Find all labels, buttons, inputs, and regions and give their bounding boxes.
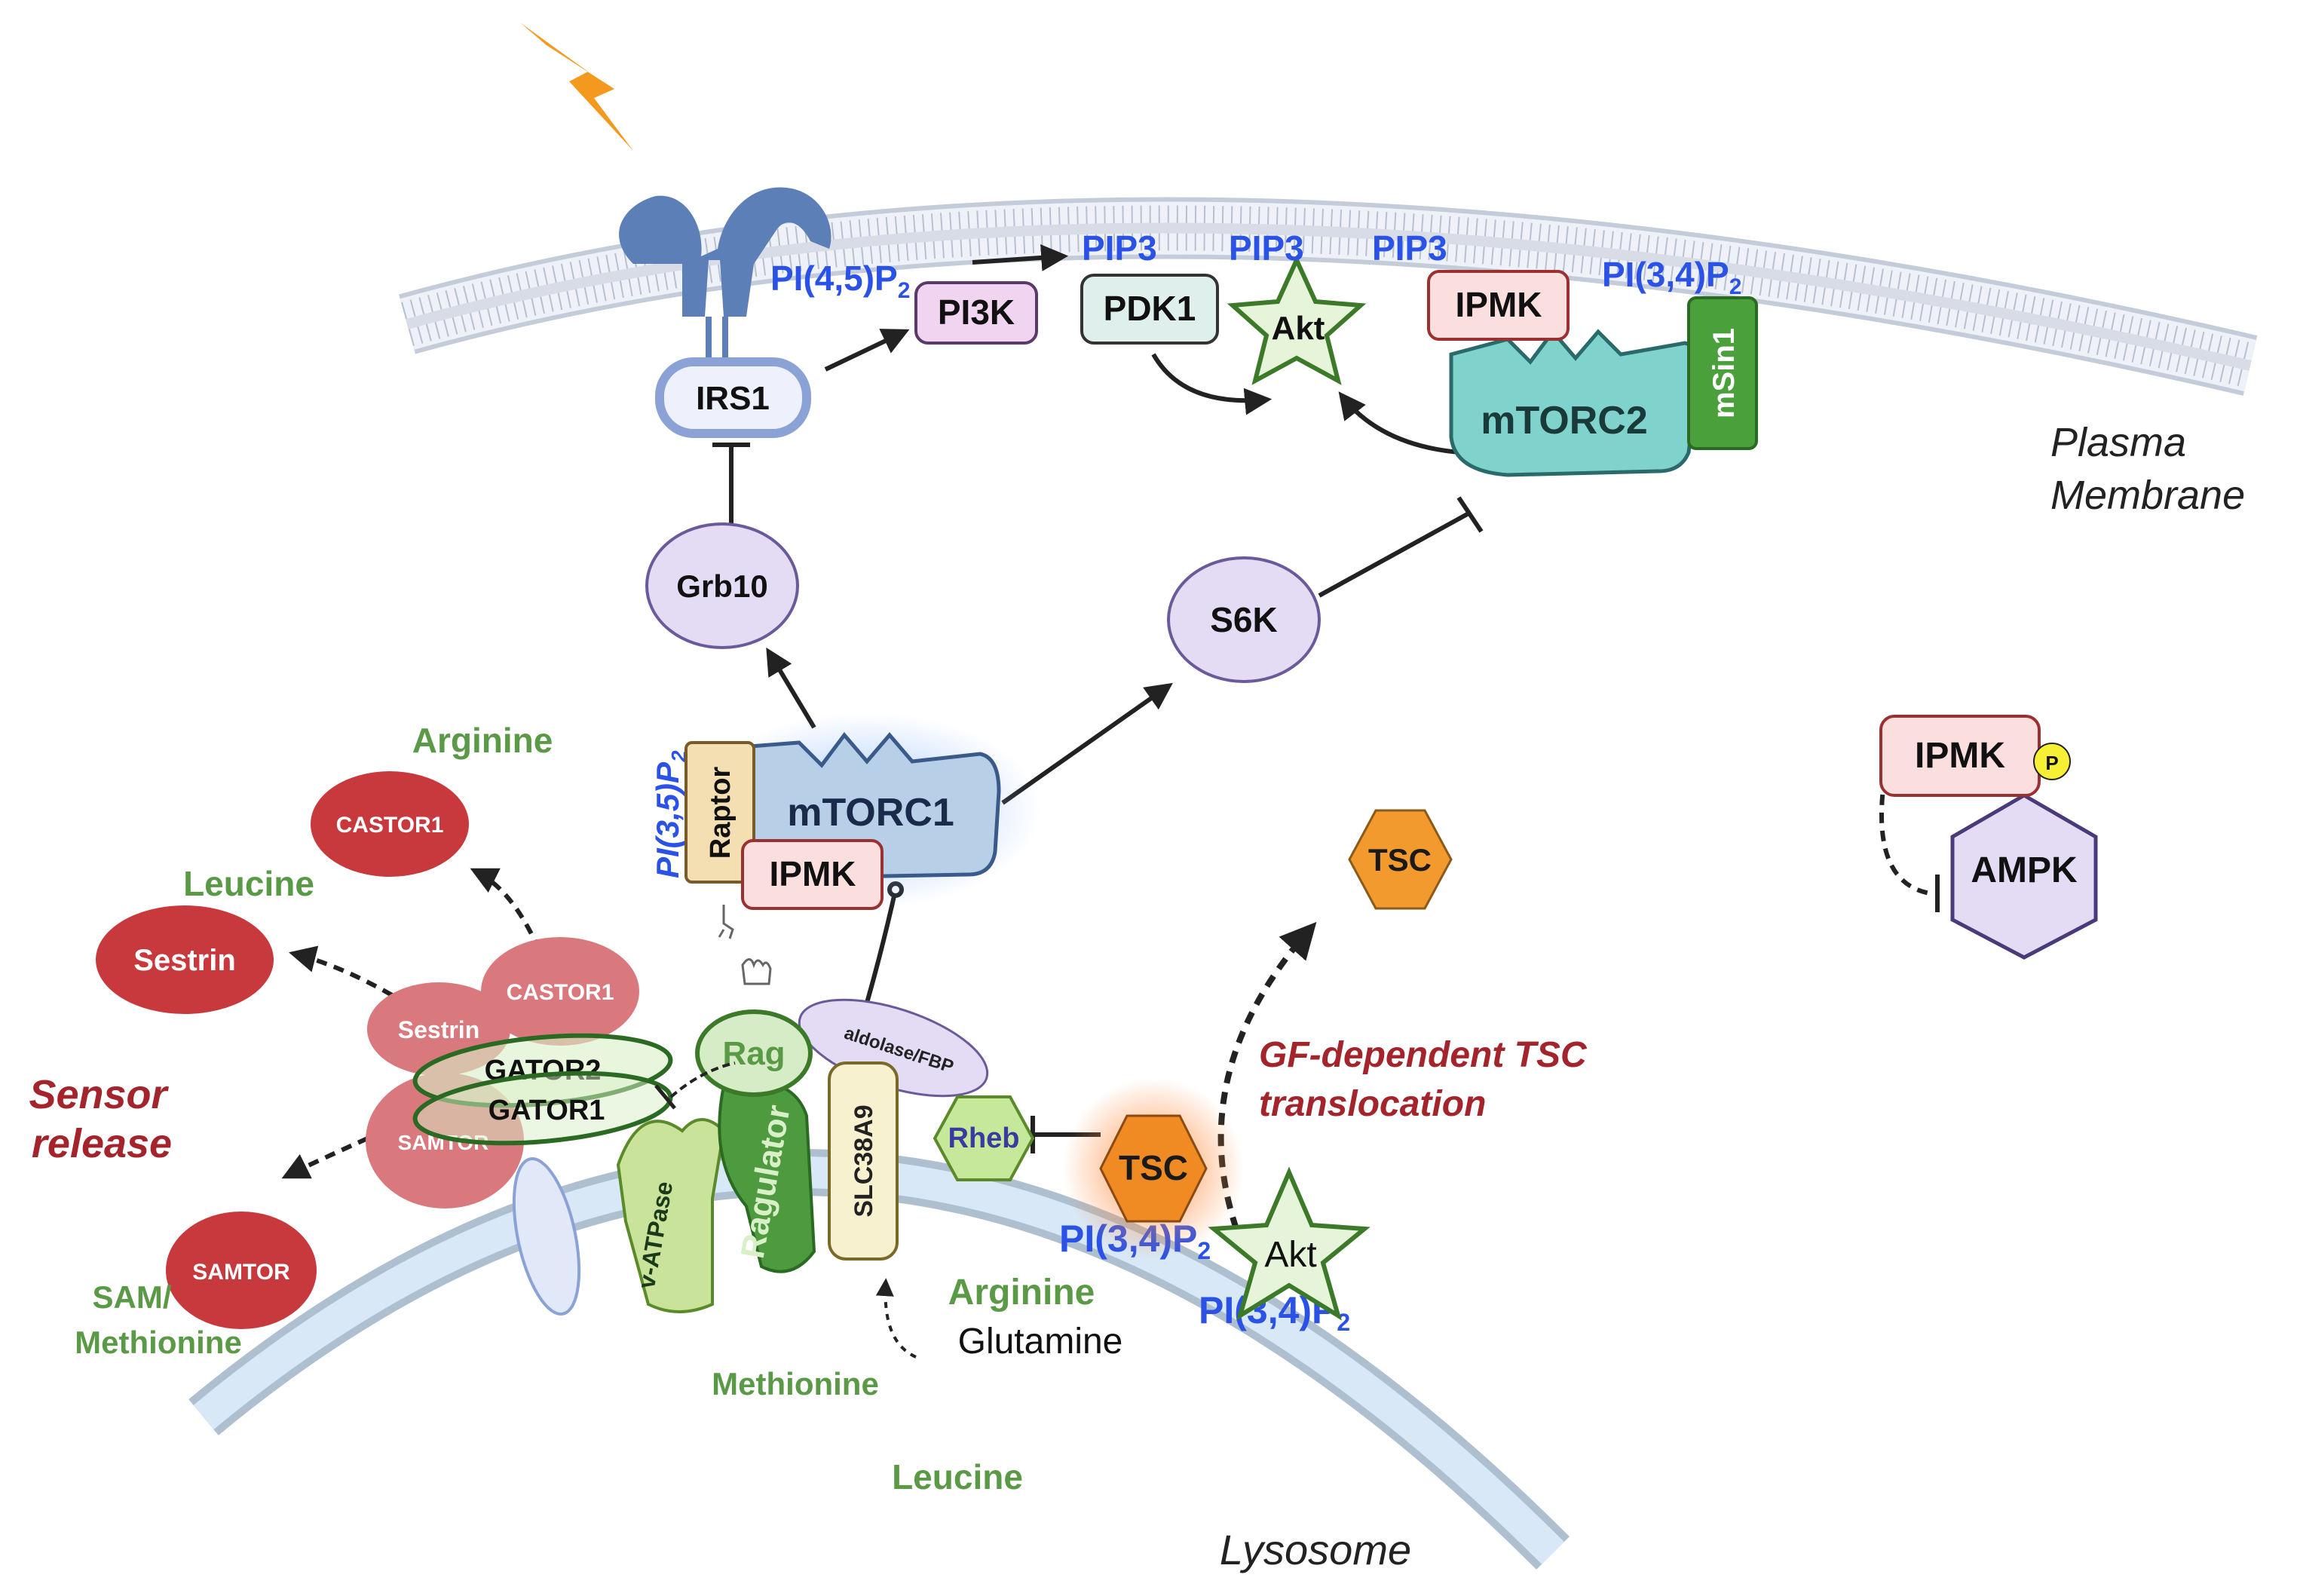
sestrin-free-label: Sestrin [133,944,236,977]
tsc-lyso-label: TSC [1119,1148,1188,1187]
irs1-label: IRS1 [696,380,770,417]
sensor-release-line1: Sensor [29,1072,169,1117]
slc38a9-transporter: SLC38A9 [828,1061,899,1261]
gator1-label: GATOR1 [488,1095,605,1126]
pip3-label-c: PIP3 [1372,228,1447,268]
tether-cylinder [512,1156,581,1316]
akt-top-star: Akt [1227,254,1367,385]
sam-line2: Methionine [75,1325,242,1360]
sensor-release-line2: release [32,1121,172,1166]
receptor-icon [619,187,831,362]
grb10-node: Grb10 [645,522,799,649]
s6k-label: S6K [1210,600,1277,639]
castor1-bound-label: CASTOR1 [507,980,614,1005]
glutamine-label: Glutamine [958,1322,1123,1362]
pip3-label-a: PIP3 [1082,228,1157,268]
akt-lysosome-star: Akt [1208,1166,1371,1321]
ipmk-right-label: IPMK [1915,736,2005,776]
phospholipid-labels: PI(4,5)P2 PIP3 PIP3 PIP3 PI(3,4)P2 PI(3,… [650,228,1741,1336]
castor1-free-label: CASTOR1 [336,813,444,838]
arginine-lyso-label: Arginine [948,1273,1095,1313]
gf-line2: translocation [1259,1084,1486,1124]
plasma-line1: Plasma [2050,420,2186,465]
tether-icon [718,905,772,985]
akt-lyso-label: Akt [1264,1235,1316,1275]
s6k-node: S6K [1167,556,1321,683]
plasma-membrane [399,197,2258,396]
pi45p2-label: PI(4,5)P2 [770,259,910,303]
ipmk-top-node: IPMK [1427,270,1570,341]
pi3k-node: PI3K [914,281,1038,345]
akt-top-label: Akt [1272,310,1325,347]
samtor-free-node: SAMTOR [166,1212,317,1329]
pip3-label-b: PIP3 [1229,228,1304,268]
rag-node: Rag [695,1009,813,1097]
tsc-top-node: TSC [1348,809,1453,910]
phospho-badge-label: P [2045,752,2058,774]
rag-label: Rag [722,1035,785,1072]
tsc-lysosome-node: TSC [1063,1078,1244,1259]
ipmk-mid-node: IPMK [741,839,884,910]
lysosome-label: Lysosome [1220,1526,1411,1573]
plasma-line2: Membrane [2050,473,2245,518]
pi3k-label: PI3K [938,293,1015,332]
rheb-node: Rheb [933,1095,1035,1181]
sestrin-bound-label: Sestrin [398,1016,479,1043]
ampk-node: AMPK [1950,793,2098,960]
tsc-top-label: TSC [1368,842,1432,878]
slc38a9-label: SLC38A9 [850,1104,878,1217]
samtor-free-label: SAMTOR [192,1260,290,1285]
ipmk-top-label: IPMK [1456,285,1542,324]
raptor-label: Raptor [705,767,737,859]
methionine-label: Methionine [712,1366,879,1401]
msin1-block: mSin1 [1687,296,1758,450]
v-atpase: v-ATPase [616,1118,726,1313]
text-labels: Arginine Leucine Sensor release SAM/ Met… [29,420,2245,1573]
ipmk-mid-label: IPMK [770,854,856,893]
sestrin-free-node: Sestrin [96,905,274,1014]
mtorc1-label: mTORC1 [787,791,954,835]
castor1-free-node: CASTOR1 [311,771,469,877]
ipmk-right-node: IPMK [1879,715,2041,797]
pi35p2-label: PI(3,5)P2 [650,750,691,878]
raptor-block: Raptor [684,741,755,884]
sam-line1: SAM/ [93,1279,172,1315]
pi34p2-top-label: PI(3,4)P2 [1602,255,1741,299]
mtorc2-complex: mTORC2 [1449,329,1701,477]
sensor-complex: CASTOR1 Sestrin SAMTOR GATOR2 GATOR1 [366,937,736,1208]
ragulator: Ragulator [718,1080,816,1273]
mtorc2-label: mTORC2 [1481,399,1648,443]
irs1-node: IRS1 [655,357,811,438]
pdk1-node: PDK1 [1080,274,1219,345]
pdk1-label: PDK1 [1104,289,1196,328]
msin1-label: mSin1 [1707,328,1741,418]
gf-line1: GF-dependent TSC [1259,1035,1588,1075]
phospho-badge: P [2033,743,2071,780]
lightning-bolt-icon [520,23,633,151]
rheb-label: Rheb [948,1123,1020,1154]
arginine-top-label: Arginine [412,721,553,760]
leucine-lyso-label: Leucine [892,1457,1023,1496]
ampk-label: AMPK [1971,850,2078,890]
leucine-top-label: Leucine [183,864,314,903]
grb10-label: Grb10 [676,568,767,604]
